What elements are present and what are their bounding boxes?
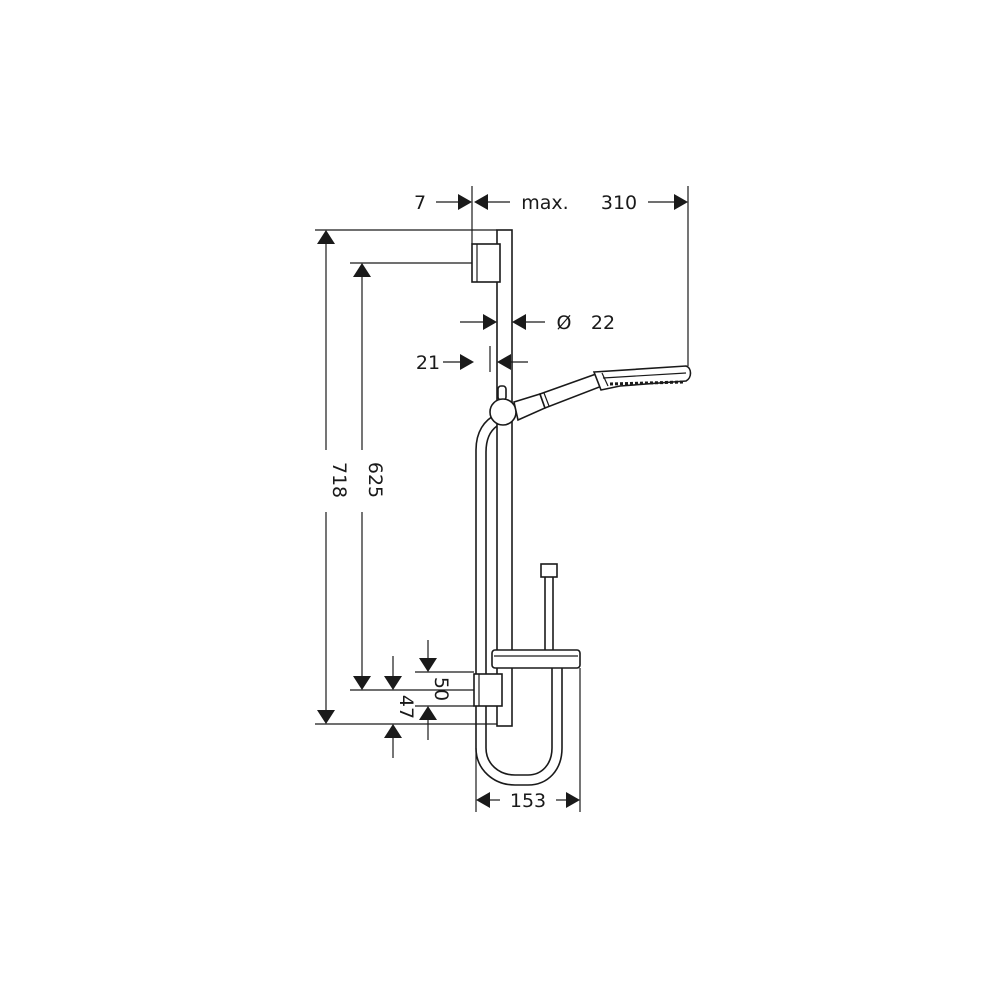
dimension-adjust-height: 625 bbox=[353, 263, 386, 690]
dim-21-label: 21 bbox=[416, 352, 440, 374]
slide-rail bbox=[496, 229, 513, 727]
dim-7-label: 7 bbox=[414, 192, 426, 214]
shelf-tray bbox=[491, 649, 581, 669]
dimension-top-reach: 7 max. 310 bbox=[414, 192, 688, 214]
slider-holder bbox=[489, 385, 517, 426]
extension-lines bbox=[315, 186, 689, 812]
dim-153-label: 153 bbox=[510, 790, 546, 812]
dim-718-label: 718 bbox=[328, 462, 350, 498]
dimension-holder-height: 50 bbox=[419, 640, 452, 740]
dim-22-label: 22 bbox=[591, 312, 615, 334]
dim-625-label: 625 bbox=[364, 462, 386, 498]
hand-shower bbox=[513, 365, 692, 422]
shower-hose bbox=[475, 413, 563, 786]
dim-47-label: 47 bbox=[395, 695, 417, 719]
spray-nozzles bbox=[609, 380, 685, 386]
top-wall-bracket bbox=[471, 243, 501, 283]
dim-50-label: 50 bbox=[430, 677, 452, 701]
dimension-shelf-width: 153 bbox=[476, 790, 580, 812]
bottom-wall-bracket bbox=[473, 673, 503, 707]
dimension-rail-depth: 21 bbox=[416, 346, 528, 374]
dimension-bottom-offset: 47 bbox=[384, 656, 417, 758]
dimension-total-height: 718 bbox=[317, 230, 350, 724]
dim-310-label: 310 bbox=[601, 192, 637, 214]
diameter-symbol: Ø bbox=[557, 312, 572, 334]
dimension-diameter: Ø 22 bbox=[460, 312, 615, 334]
hose-connector bbox=[540, 563, 558, 650]
dim-max-label: max. bbox=[521, 192, 568, 214]
